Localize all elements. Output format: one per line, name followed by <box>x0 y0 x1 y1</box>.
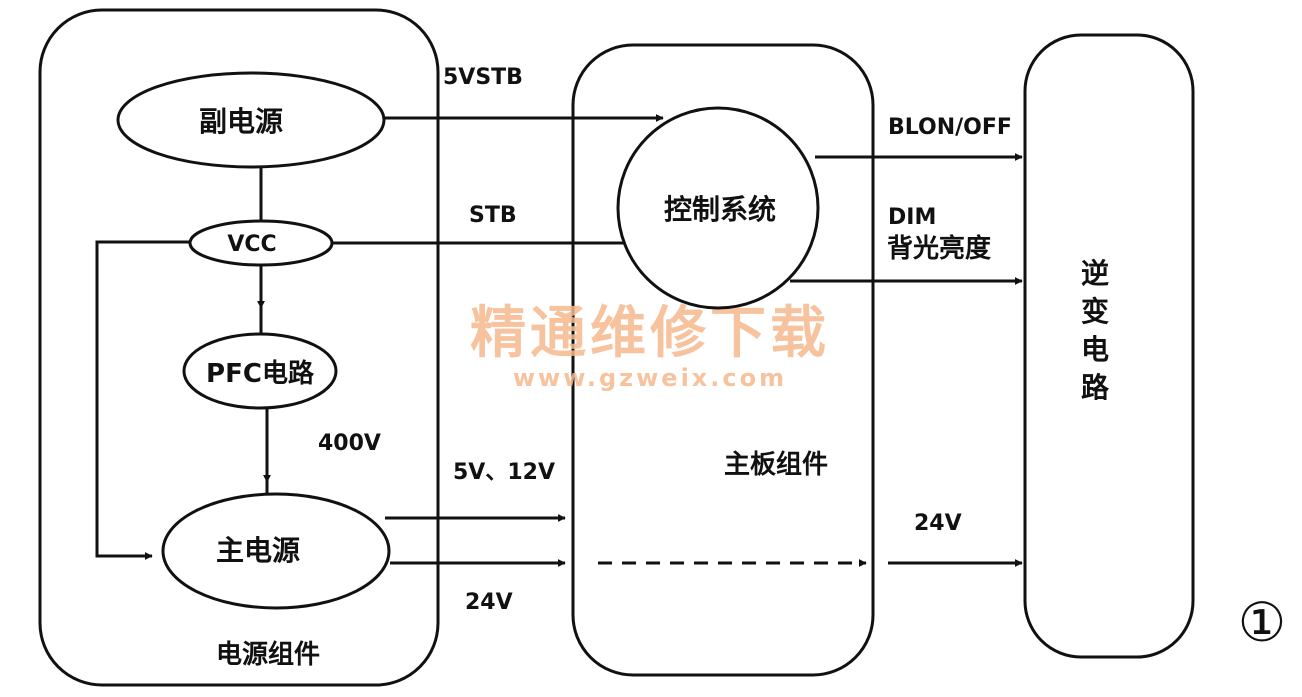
main-power-label: 主电源 <box>216 534 300 567</box>
power-assembly-label: 电源组件 <box>216 639 320 670</box>
v24-right-label: 24V <box>914 511 962 536</box>
pfc-node <box>182 332 338 410</box>
aux-power-node <box>116 71 386 169</box>
inverter-label-char-3: 电 <box>1081 333 1109 366</box>
figure-number: ① <box>1238 591 1286 654</box>
blon-label: BLON/OFF <box>888 115 1012 140</box>
vcc-label: VCC <box>227 232 276 257</box>
inverter-label-char-1: 逆 <box>1081 257 1109 290</box>
standby-5v-label: 5VSTB <box>443 65 523 90</box>
control-system-node <box>616 106 820 310</box>
v5-12-label: 5V、12V <box>453 460 555 485</box>
mainboard-assembly-box <box>571 43 875 677</box>
inverter-box <box>1023 33 1195 659</box>
inverter-label: 逆 变 电 路 <box>1081 257 1110 404</box>
power-assembly-box <box>38 8 440 687</box>
inverter-label-char-2: 变 <box>1081 295 1109 328</box>
control-system-label: 控制系统 <box>664 193 776 226</box>
v24-left-label: 24V <box>465 590 513 615</box>
aux-power-label: 副电源 <box>199 105 283 138</box>
pfc-label: PFC电路 <box>206 358 315 389</box>
watermark-text: 精通维修下载 <box>470 301 830 366</box>
dim-label: DIM <box>888 205 936 230</box>
stb-label: STB <box>469 203 517 228</box>
dim-desc-label: 背光亮度 <box>887 233 991 264</box>
vcc-loop-line <box>95 240 192 560</box>
main-power-node <box>161 492 391 610</box>
watermark-url: www.gzweix.com <box>513 364 787 392</box>
vcc-node <box>188 219 334 267</box>
v400-label: 400V <box>318 431 381 456</box>
mainboard-assembly-label: 主板组件 <box>724 449 828 480</box>
inverter-label-char-4: 路 <box>1081 371 1110 404</box>
